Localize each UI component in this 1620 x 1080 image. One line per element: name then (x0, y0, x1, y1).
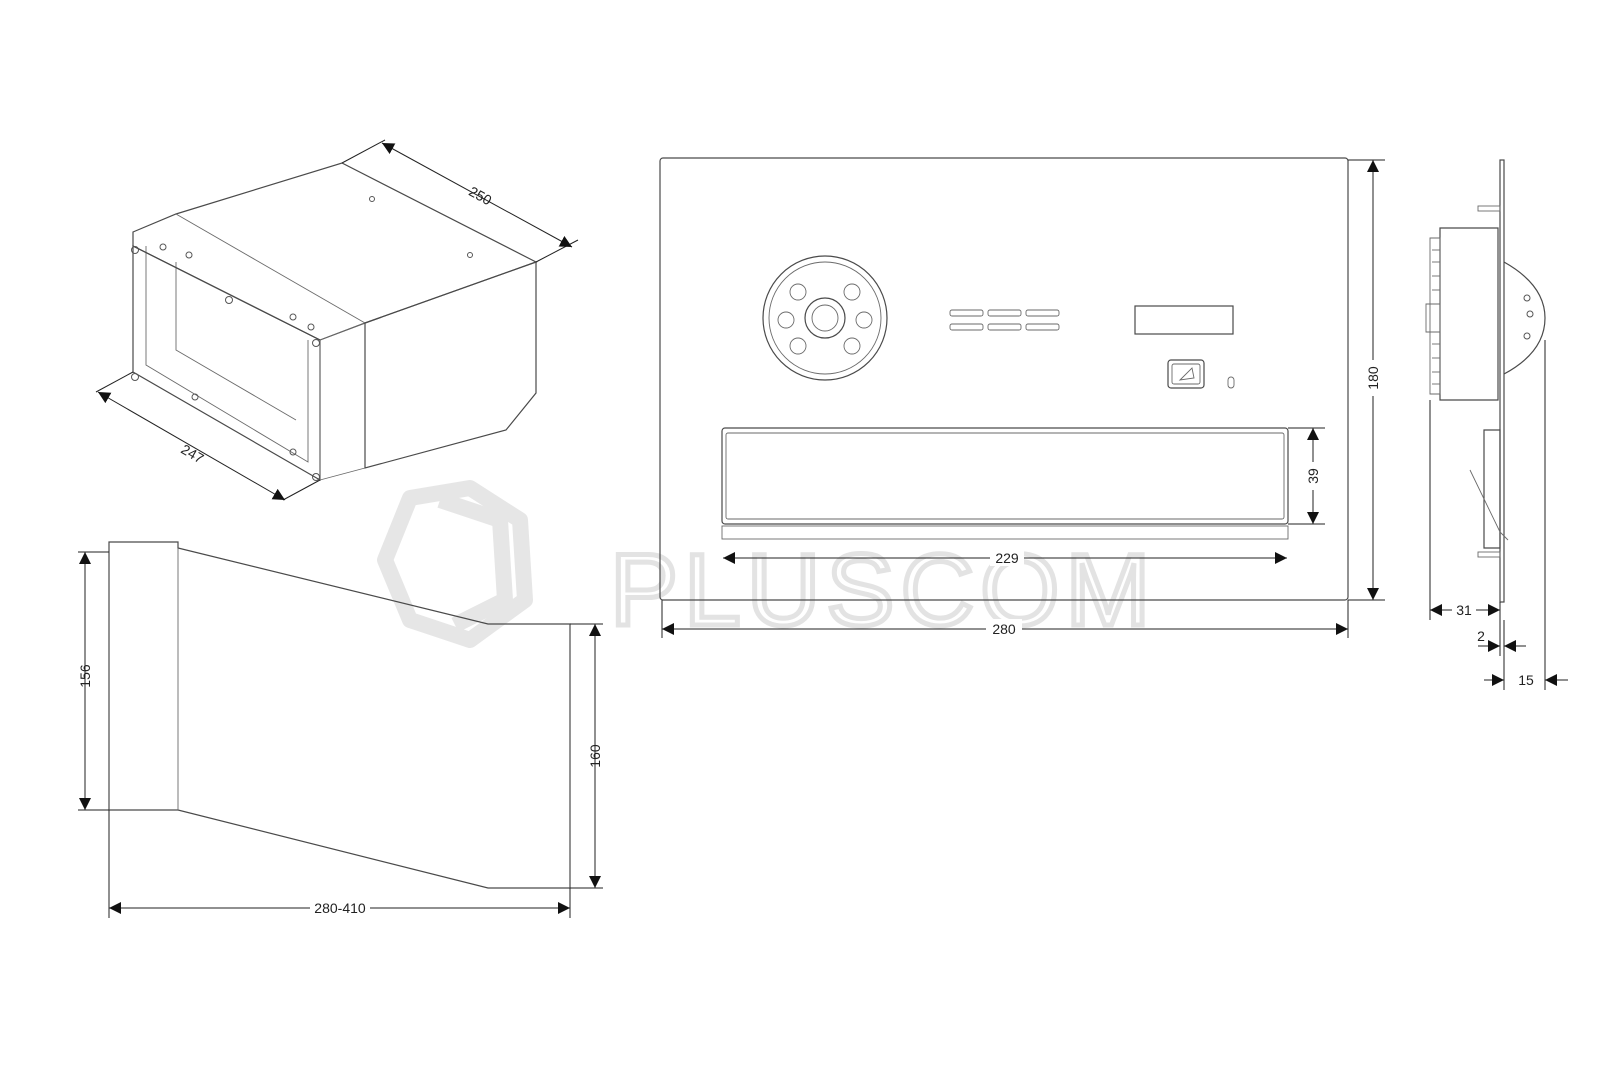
dim-label-sleeve-length: 280-410 (314, 900, 366, 916)
dim-sleeve-back-height: 160 (570, 623, 603, 889)
dim-side-plate: 2 (1477, 620, 1526, 656)
iso-right-side (364, 261, 537, 469)
panel-outline (659, 157, 1349, 601)
sleeve-outline (108, 541, 571, 889)
dim-label-sleeve-back-height: 160 (587, 744, 603, 768)
dim-sleeve-length: 280-410 (108, 810, 571, 918)
dim-label-slot-height: 39 (1305, 468, 1321, 484)
dim-iso-width: 247 (95, 371, 321, 501)
dim-label-iso-depth: 250 (466, 183, 494, 208)
dim-label-side-plate: 2 (1477, 628, 1485, 644)
dim-iso-depth: 250 (341, 139, 579, 263)
sleeve-side-profile: 156 160 280-410 (77, 541, 603, 918)
side-section-view: 31 2 15 (1425, 159, 1568, 690)
dim-sleeve-front-height: 156 (77, 551, 109, 811)
side-camera-dome (1503, 261, 1546, 375)
speaker-grille-icon (949, 309, 1060, 331)
front-panel-view: 39 229 180 280 (659, 157, 1385, 638)
dim-label-sleeve-front-height: 156 (77, 664, 93, 688)
dim-label-panel-height: 180 (1365, 366, 1381, 390)
side-module-housing (1439, 227, 1499, 401)
dim-slot-height: 39 (1288, 427, 1325, 525)
status-led-icon (1227, 376, 1235, 389)
dim-label-panel-width: 280 (992, 621, 1016, 637)
side-slot-flap (1483, 429, 1501, 549)
dim-side-depth: 31 (1429, 400, 1501, 620)
name-plate (1134, 305, 1234, 335)
dim-label-iso-width: 247 (178, 441, 206, 467)
iso-screw-holes (131, 196, 473, 481)
side-screws (1477, 205, 1501, 558)
mail-slot (721, 427, 1289, 540)
watermark-logo-icon (377, 480, 533, 648)
dim-label-side-depth: 31 (1456, 602, 1472, 618)
dim-panel-height: 180 (1348, 159, 1385, 601)
isometric-sleeve-view: 250 247 (95, 139, 579, 501)
bell-button-icon (1167, 359, 1205, 389)
watermark-brand: PLUSCOM (610, 533, 1156, 647)
dim-label-side-protrusion: 15 (1518, 672, 1534, 688)
watermark: PLUSCOM (377, 480, 1156, 650)
dim-side-protrusion: 15 (1484, 340, 1568, 690)
side-front-plate (1499, 159, 1505, 603)
dim-slot-width: 229 (723, 548, 1287, 566)
dim-panel-width: 280 (661, 600, 1349, 638)
camera-module-icon (762, 255, 888, 381)
dim-label-slot-width: 229 (995, 550, 1019, 566)
